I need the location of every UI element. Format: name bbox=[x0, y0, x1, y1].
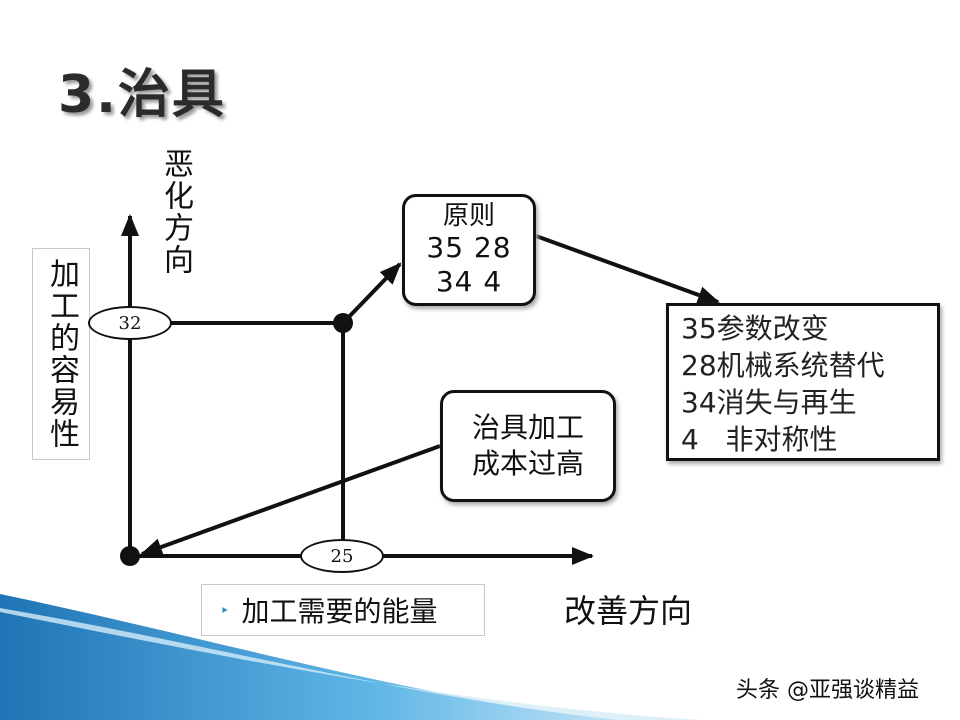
principle-box: 原则 35 28 34 4 bbox=[402, 194, 536, 306]
principle-title: 原则 bbox=[442, 201, 495, 231]
x-direction-label: 改善方向 bbox=[564, 592, 693, 630]
x-parameter-number-oval: 25 bbox=[300, 539, 384, 573]
y-direction-label: 恶化方向 bbox=[158, 148, 193, 276]
intersection-dot bbox=[333, 313, 353, 333]
principle-numbers-line2: 34 4 bbox=[435, 265, 503, 298]
principle-list-box: 35参数改变 28机械系统替代 34消失与再生 4 非对称性 bbox=[666, 303, 940, 461]
x-parameter-box: ‣ 加工需要的能量 bbox=[201, 584, 485, 636]
origin-dot bbox=[120, 546, 140, 566]
cost-box: 治具加工 成本过高 bbox=[440, 390, 616, 502]
y-parameter-box: 加工的容易性 bbox=[32, 248, 90, 460]
y-parameter-number-oval: 32 bbox=[88, 306, 172, 340]
principle-list-item: 34消失与再生 bbox=[681, 386, 857, 419]
page-title: 3.治具 bbox=[58, 65, 226, 125]
x-parameter-number: 25 bbox=[330, 545, 354, 567]
to-list-arrow bbox=[535, 234, 720, 304]
cost-line1: 治具加工 bbox=[471, 411, 584, 444]
watermark: 头条 @亚强谈精益 bbox=[736, 678, 919, 703]
x-parameter-label: 加工需要的能量 bbox=[241, 595, 438, 628]
bullet-icon: ‣ bbox=[220, 600, 230, 620]
cost-to-origin-arrow bbox=[140, 444, 441, 556]
principle-list-item: 4 非对称性 bbox=[681, 423, 838, 456]
y-parameter-number: 32 bbox=[118, 312, 142, 334]
to-principle-arrow bbox=[341, 262, 402, 325]
principle-list-item: 28机械系统替代 bbox=[681, 349, 885, 382]
principle-numbers-line1: 35 28 bbox=[426, 231, 512, 264]
cost-line2: 成本过高 bbox=[471, 447, 584, 480]
principle-list-item: 35参数改变 bbox=[681, 312, 829, 345]
y-parameter-label: 加工的容易性 bbox=[44, 258, 79, 450]
